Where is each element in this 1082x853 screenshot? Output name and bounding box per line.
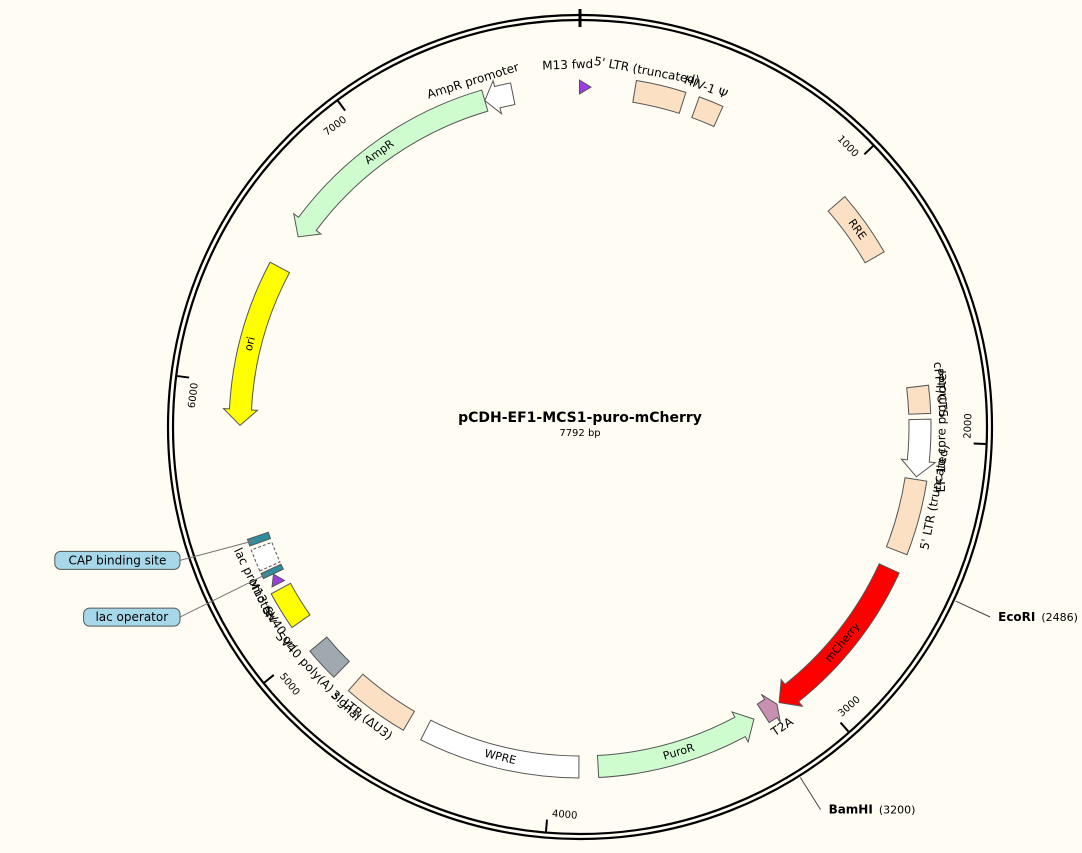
tick-mark: [337, 100, 346, 112]
callout-box: [54, 550, 181, 570]
site-ecori: EcoRI (2486): [998, 610, 1078, 624]
feature-m13-fwd: [578, 79, 592, 95]
feature-wpre: [420, 719, 580, 779]
tick-label: 6000: [187, 382, 201, 409]
feature-ampr: [292, 89, 489, 238]
feature-t2a: [756, 693, 781, 724]
callout-leader: [179, 539, 256, 561]
feature-ltr3-du3: [347, 673, 416, 731]
feature-ampr-promoter: [484, 79, 516, 116]
feature-label-ef1a-core-promoter: EF-1α core promoter: [934, 369, 949, 493]
tick-label: 3000: [836, 694, 862, 719]
tick-mark: [544, 819, 548, 832]
tick-mark: [177, 375, 190, 379]
site-leader: [799, 777, 821, 810]
feature-label-m13-fwd: M13 fwd: [542, 57, 593, 73]
feature-puror: [596, 711, 755, 779]
restriction-sites: EcoRI (2486) BamHI (3200): [799, 600, 1078, 817]
plasmid-name: pCDH-EF1-MCS1-puro-mCherry: [458, 410, 702, 426]
plasmid-length: 7792 bp: [559, 428, 600, 439]
feature-label-ori: ori: [242, 335, 258, 352]
site-leader: [955, 600, 991, 618]
feature-ltr5-trunc-right: [885, 477, 928, 556]
feature-m13-rev: [271, 573, 286, 588]
feature-callouts: CAP binding site lac operator: [54, 539, 269, 627]
callout-leader: [179, 572, 269, 618]
feature-lac-operator: [260, 563, 284, 580]
feature-sv40-ori: [270, 582, 311, 629]
tick-mark: [863, 145, 874, 156]
site-position: (3200): [879, 804, 916, 817]
backbone-inner-strand: [171, 18, 989, 836]
feature-rre: [827, 195, 885, 264]
plasmid-backbone: [166, 9, 994, 841]
feature-ori: [222, 261, 291, 427]
callout-label-lac-operator: lac operator: [95, 610, 168, 624]
site-name: EcoRI: [998, 610, 1035, 624]
tick-label: 2000: [962, 413, 974, 439]
site-bamhi: BamHI (3200): [829, 803, 916, 817]
feature-sv40-polya: [309, 636, 350, 678]
feature-hiv1-psi: [691, 96, 724, 128]
feature-label-cppt-cts: cPPT/CTS: [931, 361, 951, 418]
feature-label-hiv1-psi: HIV-1 Ψ: [682, 73, 729, 102]
callout-box: [83, 607, 181, 627]
tick-label: 1000: [835, 134, 861, 160]
tick-mark: [839, 721, 850, 733]
feature-ltr5-trunc-top: [632, 79, 687, 114]
feature-cap-binding-site: [246, 531, 272, 547]
site-position: (2486): [1041, 611, 1078, 624]
tick-mark: [973, 442, 986, 446]
site-name: BamHI: [829, 803, 873, 817]
feature-cppt-cts: [906, 384, 932, 415]
tick-mark: [263, 674, 275, 684]
tick-label: 4000: [551, 809, 577, 822]
feature-lac-promoter: [250, 541, 281, 572]
callout-label-cap-binding-site: CAP binding site: [68, 553, 166, 567]
feature-mcherry: [778, 563, 900, 707]
feature-ef1a-core-promoter: [900, 418, 937, 478]
tick-label: 7000: [322, 114, 349, 138]
tick-label: 5000: [277, 671, 302, 698]
